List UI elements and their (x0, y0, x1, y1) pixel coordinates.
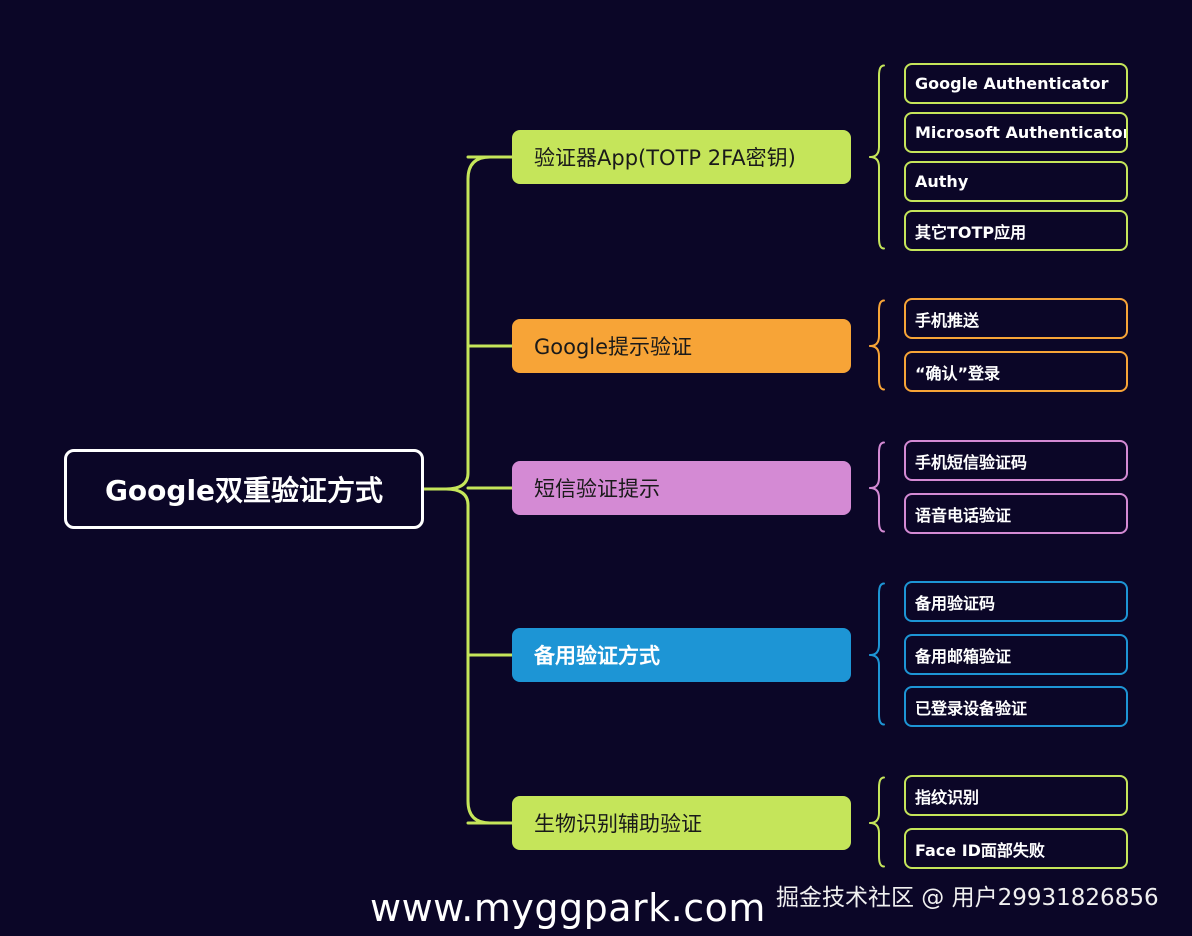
branch-label: 短信验证提示 (534, 477, 660, 501)
branch-label: 备用验证方式 (534, 644, 660, 668)
leaf-brace-bottom (869, 654, 885, 726)
leaf-brace-bottom (869, 822, 885, 868)
leaf-label: “确认”登录 (915, 363, 1001, 383)
branch-google-prompt: Google提示验证 (512, 319, 851, 373)
leaf-brace-bottom (869, 156, 885, 250)
leaf-label: Authy (915, 172, 969, 191)
leaf-brace-top (869, 441, 885, 489)
leaf-node: 指纹识别 (904, 775, 1128, 816)
leaf-node: 已登录设备验证 (904, 686, 1128, 727)
branch-backup: 备用验证方式 (512, 628, 851, 682)
leaf-brace-bottom (869, 345, 885, 391)
watermark-credit: 掘金技术社区 @ 用户29931826856 (776, 885, 1159, 911)
leaf-label: 备用邮箱验证 (915, 646, 1012, 666)
leaf-label: 其它TOTP应用 (915, 222, 1027, 242)
leaf-label: 手机推送 (915, 310, 980, 330)
branch-biometric: 生物识别辅助验证 (512, 796, 851, 850)
branch-label: 验证器App(TOTP 2FA密钥) (534, 146, 796, 170)
leaf-label: Google Authenticator (915, 74, 1109, 93)
branch-sms: 短信验证提示 (512, 461, 851, 515)
root-node: Google双重验证方式 (64, 449, 424, 529)
branch-totp-app: 验证器App(TOTP 2FA密钥) (512, 130, 851, 184)
main-brace-bottom (444, 487, 492, 825)
leaf-node: 手机推送 (904, 298, 1128, 339)
leaf-node: 备用邮箱验证 (904, 634, 1128, 675)
leaf-node: Face ID面部失败 (904, 828, 1128, 869)
leaf-node: 语音电话验证 (904, 493, 1128, 534)
leaf-node: Google Authenticator (904, 63, 1128, 104)
leaf-label: 备用验证码 (915, 593, 996, 613)
branch-label: Google提示验证 (534, 335, 693, 359)
watermark-url: www.myggpark.com (370, 886, 766, 930)
leaf-label: 指纹识别 (915, 787, 980, 807)
leaf-brace-top (869, 582, 885, 656)
leaf-node: Microsoft Authenticator (904, 112, 1128, 153)
branch-label: 生物识别辅助验证 (534, 812, 702, 836)
leaf-label: Face ID面部失败 (915, 840, 1045, 860)
leaf-brace-top (869, 64, 885, 158)
root-label: Google双重验证方式 (104, 474, 384, 507)
leaf-label: Microsoft Authenticator (915, 123, 1128, 142)
main-brace-top (444, 155, 492, 491)
leaf-node: “确认”登录 (904, 351, 1128, 392)
leaf-node: 备用验证码 (904, 581, 1128, 622)
leaf-label: 手机短信验证码 (915, 452, 1028, 472)
leaf-node: 其它TOTP应用 (904, 210, 1128, 251)
leaf-node: 手机短信验证码 (904, 440, 1128, 481)
leaf-brace-top (869, 299, 885, 347)
leaf-brace-bottom (869, 487, 885, 533)
leaf-label: 已登录设备验证 (915, 698, 1028, 718)
leaf-brace-top (869, 776, 885, 824)
leaf-label: 语音电话验证 (915, 505, 1012, 525)
leaf-node: Authy (904, 161, 1128, 202)
